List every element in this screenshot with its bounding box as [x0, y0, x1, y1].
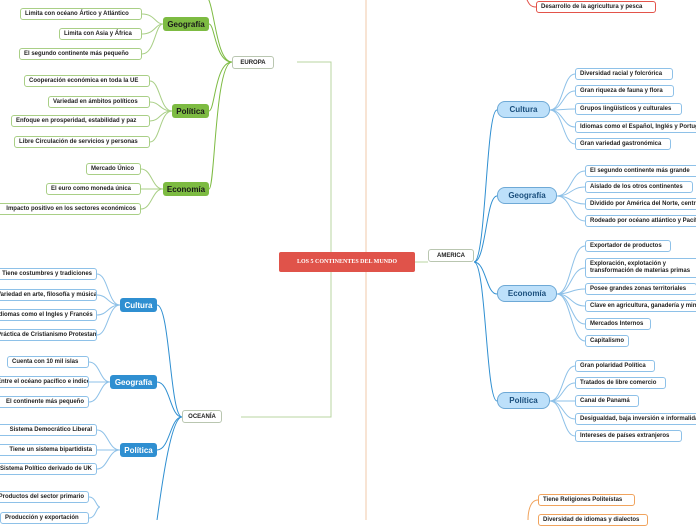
europa-politica-node[interactable]: Política	[172, 104, 209, 118]
europa-politica-item[interactable]: Variedad en ámbitos políticos	[48, 96, 150, 108]
europa-politica-item[interactable]: Libre Circulación de servicios y persona…	[14, 136, 150, 148]
oceania-cultura-item[interactable]: Variedad en arte, filosofía y música	[0, 289, 97, 301]
oceania-politica-item[interactable]: Sistema Político derivado de UK	[0, 463, 97, 475]
america-cultura-item[interactable]: Gran variedad gastronómica	[575, 138, 671, 150]
america-cultura-item[interactable]: Gran riqueza de fauna y flora	[575, 85, 674, 97]
america-cultura-item[interactable]: Grupos lingüísticos y culturales	[575, 103, 682, 115]
america-economia-item[interactable]: Posee grandes zonas territoriales	[585, 283, 696, 295]
america-politica-item[interactable]: Tratados de libre comercio	[575, 377, 666, 389]
america-politica-item[interactable]: Desigualdad, baja inversión e informalid…	[575, 413, 696, 425]
oceania-cultura-item[interactable]: Práctica de Cristianismo Protestante	[0, 329, 97, 341]
top-right-item[interactable]: Desarrollo de la agricultura y pesca	[536, 1, 656, 13]
america-economia-item[interactable]: Exploración, explotación y transformació…	[585, 258, 696, 278]
europa-geografia-item[interactable]: El segundo continente más pequeño	[19, 48, 142, 60]
europa-economia-item[interactable]: El euro como moneda única	[46, 183, 141, 195]
oceania-geografia-item[interactable]: El continente más pequeño	[0, 396, 89, 408]
europa-politica-item[interactable]: Enfoque en prosperidad, estabilidad y pa…	[11, 115, 150, 127]
europa-geografia-item[interactable]: Limita con océano Ártico y Atlántico	[20, 8, 142, 20]
oceania-politica-node[interactable]: Política	[120, 443, 157, 457]
europa-geografia-node[interactable]: Geografía	[163, 17, 209, 31]
oceania-politica-item[interactable]: Sistema Democrático Liberal	[0, 424, 97, 436]
america-economia-item[interactable]: Exportador de productos	[585, 240, 671, 252]
root-node[interactable]: LOS 5 CONTINENTES DEL MUNDO	[279, 252, 415, 272]
america-geografia-item[interactable]: Rodeado por océano atlántico y Pacífico	[585, 215, 696, 227]
oceania-geografia-item[interactable]: Entre el océano pacífico e indico	[0, 376, 89, 388]
oceania-cultura-item[interactable]: Idiomas como el Ingles y Francés	[0, 309, 97, 321]
oceania-economia-item[interactable]: Producción y exportación	[0, 512, 89, 524]
america-economia-node[interactable]: Economía	[497, 285, 557, 302]
bottom-right-item[interactable]: Diversidad de idiomas y dialectos	[538, 514, 648, 526]
america-politica-item[interactable]: Gran polaridad Política	[575, 360, 655, 372]
oceania-geografia-node[interactable]: Geografía	[110, 375, 157, 389]
america-economia-item[interactable]: Mercados Internos	[585, 318, 651, 330]
europa-economia-item[interactable]: Impacto positivo en los sectores económi…	[0, 203, 141, 215]
america-economia-item[interactable]: Clave en agricultura, ganadería y minerí…	[585, 300, 696, 312]
america-geografia-item[interactable]: Dividido por América del Norte, central …	[585, 198, 696, 210]
oceania-geografia-item[interactable]: Cuenta con 10 mil islas	[7, 356, 89, 368]
oceania-politica-item[interactable]: Tiene un sistema bipartidista	[0, 444, 97, 456]
oceania-economia-item[interactable]: Productos del sector primario	[0, 491, 89, 503]
america-cultura-node[interactable]: Cultura	[497, 101, 550, 118]
america-politica-item[interactable]: Canal de Panamá	[575, 395, 639, 407]
america-economia-item[interactable]: Capitalismo	[585, 335, 629, 347]
america-geografia-node[interactable]: Geografía	[497, 187, 557, 204]
europa-economia-node[interactable]: Economía	[163, 182, 209, 196]
europa-geografia-item[interactable]: Limita con Asia y África	[59, 28, 142, 40]
europa-politica-item[interactable]: Cooperación económica en toda la UE	[24, 75, 150, 87]
america-node[interactable]: AMERICA	[428, 249, 474, 262]
oceania-cultura-node[interactable]: Cultura	[120, 298, 157, 312]
europa-economia-item[interactable]: Mercado Único	[86, 163, 141, 175]
america-politica-item[interactable]: Intereses de países extranjeros	[575, 430, 682, 442]
oceania-cultura-item[interactable]: Tiene costumbres y tradiciones	[0, 268, 97, 280]
bottom-right-item[interactable]: Tiene Religiones Politeístas	[538, 494, 635, 506]
america-cultura-item[interactable]: Idiomas como el Español, Inglés y Portug…	[575, 121, 696, 133]
america-politica-node[interactable]: Política	[497, 392, 550, 409]
america-geografia-item[interactable]: Aislado de los otros continentes	[585, 181, 693, 193]
europa-node[interactable]: EUROPA	[232, 56, 274, 69]
america-geografia-item[interactable]: El segundo continente más grande	[585, 165, 696, 177]
oceania-node[interactable]: OCEANÍA	[182, 410, 222, 423]
america-cultura-item[interactable]: Diversidad racial y folcrórica	[575, 68, 673, 80]
